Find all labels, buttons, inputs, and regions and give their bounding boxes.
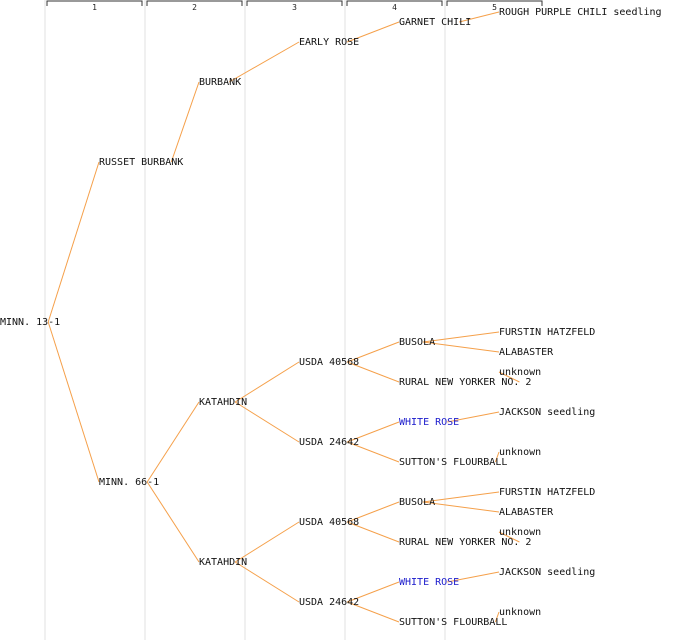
pedigree-link	[347, 361, 400, 383]
variety-node[interactable]: unknown	[499, 607, 541, 618]
variety-node[interactable]: JACKSON seedling	[499, 407, 595, 418]
variety-node[interactable]: KATAHDIN	[199, 557, 247, 568]
generation-number: 1	[92, 3, 97, 12]
variety-node[interactable]: USDA 24642	[299, 437, 359, 448]
pedigree-link	[347, 341, 400, 363]
pedigree-link	[234, 361, 300, 403]
pedigree-link	[234, 521, 300, 563]
pedigree-link	[228, 41, 300, 83]
generation-number: 2	[192, 3, 197, 12]
generation-column-lines	[44, 0, 446, 640]
pedigree-link	[347, 421, 400, 443]
generation-bracket	[146, 0, 243, 6]
variety-node[interactable]: ALABASTER	[499, 507, 554, 518]
generation-number: 4	[392, 3, 397, 12]
variety-node[interactable]: KATAHDIN	[199, 397, 247, 408]
pedigree-link	[423, 501, 500, 513]
variety-node[interactable]: JACKSON seedling	[499, 567, 595, 578]
generation-header: 1 2 3 4 5	[46, 0, 543, 12]
variety-node[interactable]: RURAL NEW YORKER NO. 2	[399, 377, 531, 388]
pedigree-link	[234, 401, 300, 443]
variety-node[interactable]: ALABASTER	[499, 347, 554, 358]
variety-node[interactable]: BURBANK	[199, 77, 241, 88]
pedigree-link	[423, 331, 500, 343]
pedigree-link	[170, 81, 200, 163]
generation-number: 3	[292, 3, 297, 12]
variety-node[interactable]: FURSTIN HATZFELD	[499, 327, 595, 338]
pedigree-link	[47, 321, 100, 483]
pedigree-link	[347, 581, 400, 603]
variety-node[interactable]: USDA 40568	[299, 517, 359, 528]
variety-node[interactable]: unknown	[499, 527, 541, 538]
pedigree-link	[423, 341, 500, 353]
variety-node-highlighted[interactable]: WHITE ROSE	[399, 577, 459, 588]
pedigree-link	[146, 481, 200, 563]
pedigree-link	[347, 521, 400, 543]
variety-node[interactable]: SUTTON'S FLOURBALL	[399, 617, 507, 628]
pedigree-link	[498, 371, 520, 383]
pedigree-link	[423, 491, 500, 503]
variety-node[interactable]: GARNET CHILI	[399, 17, 471, 28]
pedigree-link	[447, 411, 500, 423]
pedigree-link	[494, 451, 500, 463]
pedigree-link	[47, 161, 100, 323]
variety-node[interactable]: MINN. 66-1	[99, 477, 159, 488]
pedigree-edges	[47, 11, 520, 623]
pedigree-link	[498, 531, 520, 543]
generation-number: 5	[492, 3, 497, 12]
generation-bracket	[46, 0, 143, 6]
variety-node[interactable]: unknown	[499, 367, 541, 378]
variety-node[interactable]: ROUGH PURPLE CHILI seedling	[499, 7, 662, 18]
pedigree-link	[347, 441, 400, 463]
variety-node[interactable]: RUSSET BURBANK	[99, 157, 183, 168]
variety-node[interactable]: unknown	[499, 447, 541, 458]
pedigree-link	[347, 21, 400, 43]
generation-bracket	[246, 0, 343, 6]
variety-node[interactable]: MINN. 13-1	[0, 317, 60, 328]
variety-node[interactable]: FURSTIN HATZFELD	[499, 487, 595, 498]
generation-bracket	[446, 0, 543, 6]
pedigree-link	[146, 401, 200, 483]
pedigree-link	[447, 571, 500, 583]
variety-node[interactable]: USDA 40568	[299, 357, 359, 368]
pedigree-link	[234, 561, 300, 603]
pedigree-link	[459, 11, 500, 23]
variety-node[interactable]: SUTTON'S FLOURBALL	[399, 457, 507, 468]
generation-bracket	[346, 0, 443, 6]
pedigree-link	[347, 601, 400, 623]
pedigree-nodes: MINN. 13-1 RUSSET BURBANK MINN. 66-1 BURBAN…	[0, 7, 662, 628]
variety-node[interactable]: BUSOLA	[399, 497, 435, 508]
variety-node[interactable]: RURAL NEW YORKER NO. 2	[399, 537, 531, 548]
pedigree-link	[347, 501, 400, 523]
variety-node-highlighted[interactable]: WHITE ROSE	[399, 417, 459, 428]
variety-node[interactable]: EARLY ROSE	[299, 37, 359, 48]
variety-node[interactable]: BUSOLA	[399, 337, 435, 348]
pedigree-link	[494, 611, 500, 623]
variety-node[interactable]: USDA 24642	[299, 597, 359, 608]
